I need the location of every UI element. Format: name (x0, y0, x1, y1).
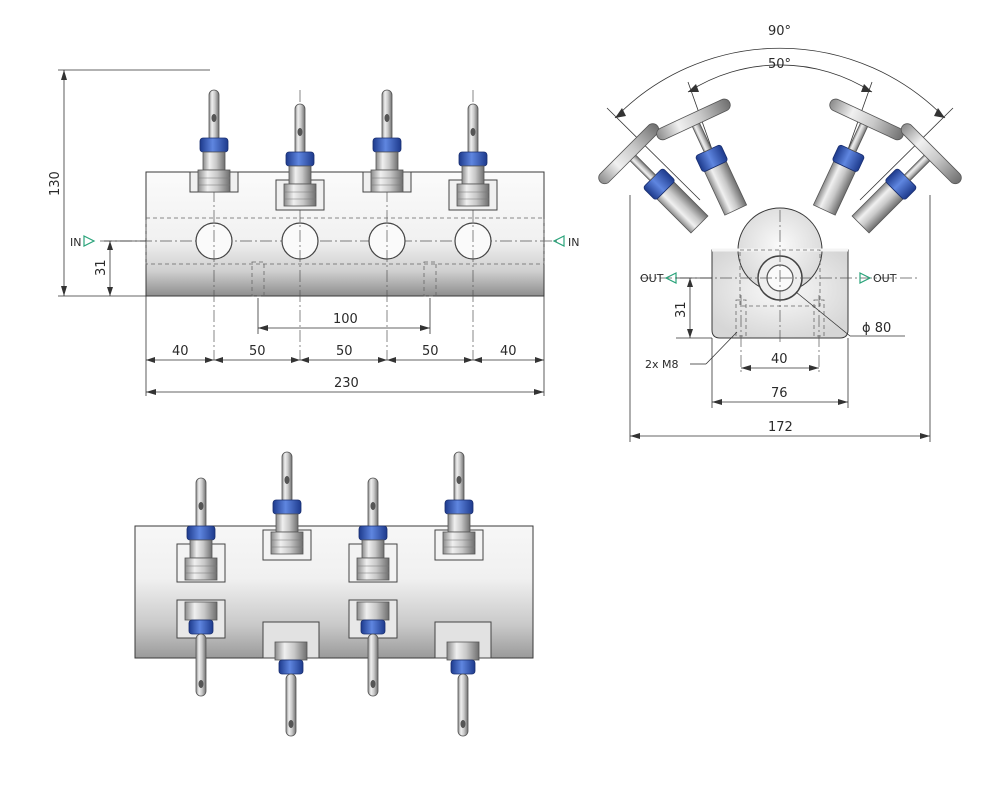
angle-inner: 50° (768, 57, 791, 72)
bottom-valve-up-2 (270, 451, 304, 555)
dim-spacing-1: 40 (172, 344, 189, 359)
dim-height-overall: 130 (48, 171, 63, 196)
bottom-valve-up-3 (356, 477, 390, 581)
valve-4 (456, 103, 490, 207)
bottom-valve-down-4 (446, 641, 480, 737)
mount-spacing: 40 (771, 352, 788, 367)
valve-2 (283, 103, 317, 207)
dim-spacing-2: 50 (249, 344, 266, 359)
valve-3 (370, 89, 404, 193)
side-dim-centerline-height: 31 (674, 301, 689, 318)
dim-spacing-4: 50 (422, 344, 439, 359)
dim-spacing-5: 40 (500, 344, 517, 359)
valve-1 (197, 89, 231, 193)
bottom-valve-down-2 (274, 641, 308, 737)
bottom-view (134, 451, 534, 737)
side-view: 90° 50° OUT OUT (595, 24, 965, 442)
angle-outer: 90° (768, 24, 791, 39)
dim-pitch-inner: 100 (333, 312, 358, 327)
front-view: IN IN 130 31 100 (48, 69, 579, 396)
dim-centerline-height: 31 (94, 259, 109, 276)
inlet-left-arrow (83, 235, 96, 247)
mount-thread: 2x M8 (645, 358, 679, 371)
bore-diameter: ϕ 80 (862, 321, 891, 336)
inlet-right-label: IN (568, 236, 579, 249)
outlet-right-arrow (859, 272, 872, 284)
inlet-left-label: IN (70, 236, 81, 249)
outlet-right-label: OUT (873, 272, 897, 285)
body-width: 76 (771, 386, 788, 401)
dim-length-overall: 230 (334, 376, 359, 391)
inlet-right-arrow (552, 235, 565, 247)
outlet-left-label: OUT (640, 272, 664, 285)
bottom-valve-up-4 (442, 451, 476, 555)
overall-width: 172 (768, 420, 793, 435)
bottom-valve-up-1 (184, 477, 218, 581)
dim-spacing-3: 50 (336, 344, 353, 359)
